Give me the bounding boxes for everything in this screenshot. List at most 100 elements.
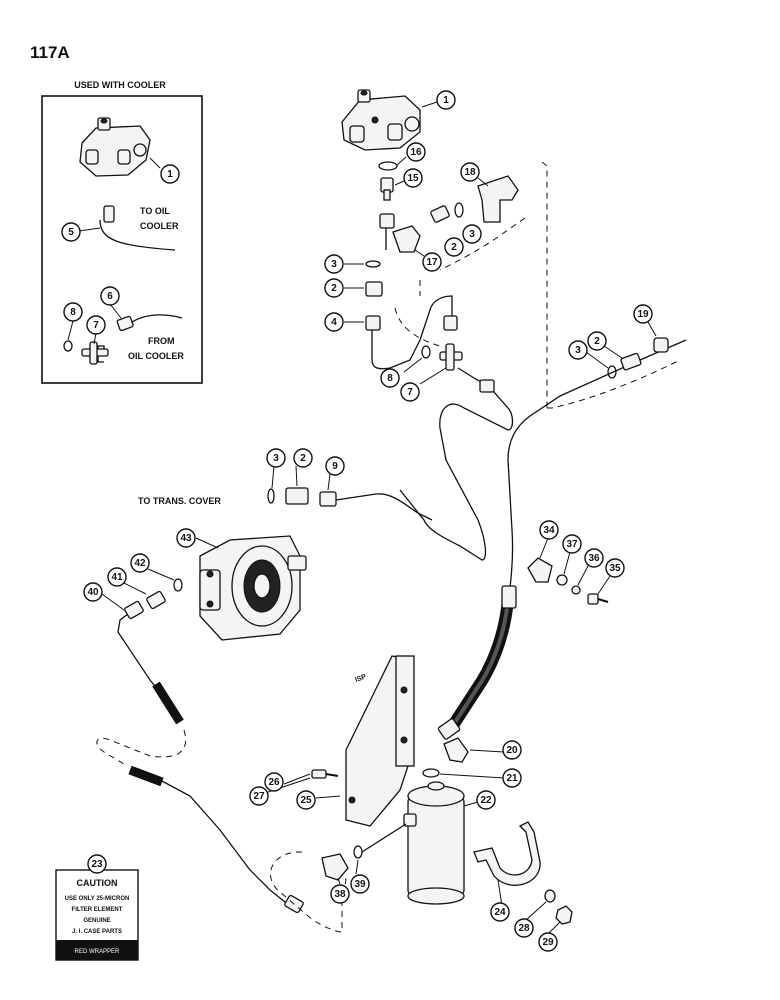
callout-circle [400, 382, 420, 402]
callout-circle [325, 456, 345, 476]
callout-number: 3 [273, 453, 279, 464]
callout-circle [444, 237, 464, 257]
callout-circle [502, 768, 522, 788]
callout-number: 36 [588, 553, 600, 564]
callout-circle [380, 368, 400, 388]
callout-number: 23 [91, 859, 103, 870]
callout-c2-c: 2 [587, 331, 607, 351]
callout-circle [63, 302, 83, 322]
filter-bracket [345, 655, 415, 827]
callout-c18: 18 [460, 162, 480, 182]
callout-number: 38 [334, 889, 346, 900]
callout-circle [568, 340, 588, 360]
inset-valve [79, 117, 151, 177]
callout-c8-inset: 8 [63, 302, 83, 322]
from-oil-cooler-line1: FROM [148, 336, 175, 346]
callout-circle [296, 790, 316, 810]
caution-line-3: GENUINE [83, 918, 110, 924]
callout-number: 27 [253, 791, 265, 802]
callout-number: 39 [354, 879, 366, 890]
callout-c24: 24 [490, 902, 510, 922]
filter-canister [403, 781, 465, 905]
callout-c17: 17 [422, 252, 442, 272]
callout-number: 41 [111, 572, 123, 583]
inset-title: USED WITH COOLER [74, 80, 166, 90]
callout-number: 22 [480, 795, 492, 806]
callout-c28: 28 [514, 918, 534, 938]
callout-c1: 1 [436, 90, 456, 110]
callout-c25: 25 [296, 790, 316, 810]
callout-c43: 43 [176, 528, 196, 548]
callout-circle [324, 312, 344, 332]
callout-c19: 19 [633, 304, 653, 324]
callout-circle [605, 558, 625, 578]
callout-circle [61, 222, 81, 242]
callout-circle [83, 582, 103, 602]
callout-c8: 8 [380, 368, 400, 388]
callout-c7: 7 [400, 382, 420, 402]
callout-c5: 5 [61, 222, 81, 242]
callout-c35: 35 [605, 558, 625, 578]
callout-number: 3 [469, 229, 475, 240]
callout-number: 21 [506, 773, 518, 784]
callout-circle [130, 553, 150, 573]
callout-circle [100, 286, 120, 306]
callout-number: 25 [300, 795, 312, 806]
callout-number: 37 [566, 539, 578, 550]
callout-number: 7 [93, 320, 99, 331]
page-number: 117A [30, 43, 70, 62]
callout-c7-inset: 7 [86, 315, 106, 335]
callout-number: 34 [543, 525, 555, 536]
callout-number: 17 [426, 257, 438, 268]
caution-line-2: FILTER ELEMENT [72, 907, 123, 913]
callout-c3-c: 3 [568, 340, 588, 360]
callout-number: 18 [464, 167, 476, 178]
callout-circle [160, 164, 180, 184]
callout-circle [176, 528, 196, 548]
callout-number: 19 [637, 309, 649, 320]
callout-circle [87, 854, 107, 874]
callout-circle [86, 315, 106, 335]
callout-number: 40 [87, 587, 99, 598]
control-valve [341, 89, 421, 151]
callout-circle [538, 932, 558, 952]
callout-number: 8 [387, 373, 393, 384]
callout-number: 29 [542, 937, 554, 948]
callout-c23: 23 [87, 854, 107, 874]
bracket-tag: ISP [354, 673, 367, 684]
caution-footer: RED WRAPPER [75, 949, 120, 955]
callout-circle [350, 874, 370, 894]
callout-number: 5 [68, 227, 74, 238]
callout-number: 15 [407, 173, 419, 184]
callout-c3-d: 3 [266, 448, 286, 468]
callout-number: 8 [70, 307, 76, 318]
callout-number: 2 [331, 283, 337, 294]
callout-c41: 41 [107, 567, 127, 587]
callout-c39: 39 [350, 874, 370, 894]
callout-c36: 36 [584, 548, 604, 568]
callout-circle [249, 786, 269, 806]
callout-number: 43 [180, 533, 192, 544]
caution-heading: CAUTION [77, 878, 118, 888]
callout-circle [460, 162, 480, 182]
callout-number: 20 [506, 745, 518, 756]
to-trans-cover-label: TO TRANS. COVER [138, 496, 221, 506]
from-oil-cooler-line2: OIL COOLER [128, 351, 184, 361]
callout-c15: 15 [403, 168, 423, 188]
callout-number: 3 [331, 259, 337, 270]
callout-number: 9 [332, 461, 338, 472]
callout-number: 1 [443, 95, 449, 106]
callout-number: 42 [134, 558, 146, 569]
callout-circle [562, 534, 582, 554]
callout-c16: 16 [406, 142, 426, 162]
callout-circle [539, 520, 559, 540]
callout-number: 4 [331, 317, 337, 328]
callout-c9: 9 [325, 456, 345, 476]
callout-c2-d: 2 [293, 448, 313, 468]
callout-number: 2 [451, 242, 457, 253]
caution-label: CAUTION USE ONLY 25-MICRON FILTER ELEMEN… [55, 869, 139, 961]
callout-number: 7 [407, 387, 413, 398]
cooler-inset: USED WITH COOLER TO OIL COOLER FROM OIL … [41, 80, 203, 384]
callout-circle [406, 142, 426, 162]
